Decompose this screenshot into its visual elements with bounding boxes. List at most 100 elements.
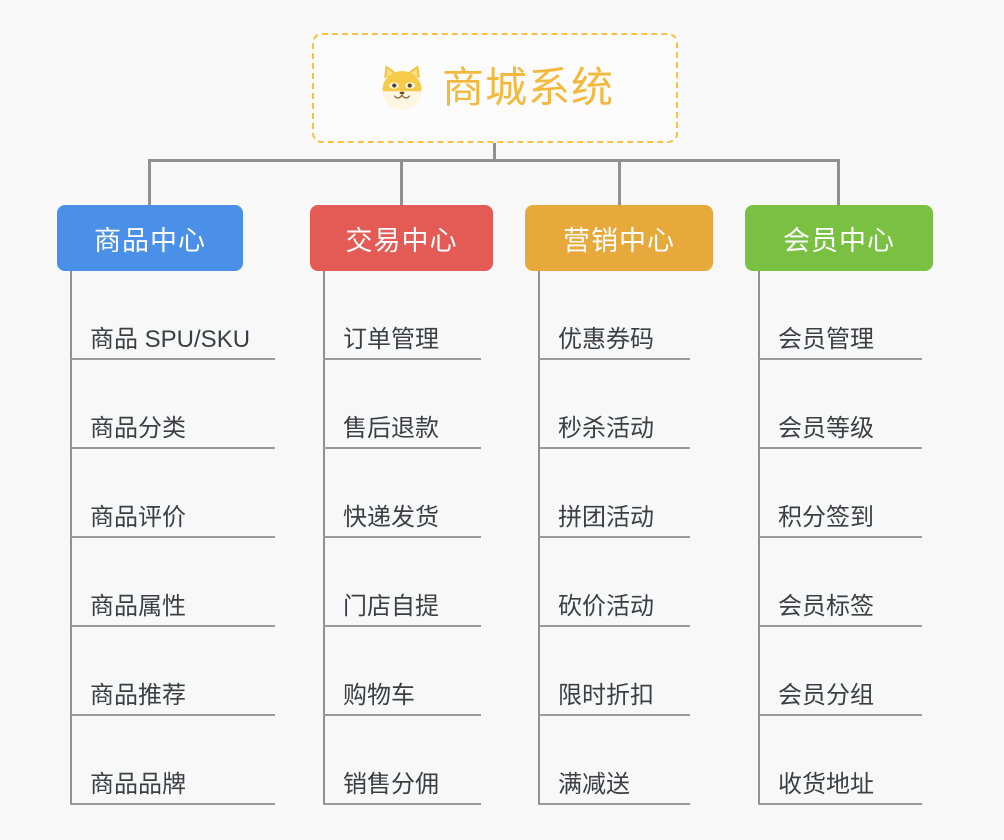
list-item-label: 商品推荐 xyxy=(90,681,186,709)
list-item-label: 收货地址 xyxy=(778,770,874,798)
list-item[interactable]: 积分签到 xyxy=(745,449,933,538)
list-item-underline xyxy=(323,536,481,538)
list-item-label: 会员标签 xyxy=(778,592,874,620)
list-item[interactable]: 商品 SPU/SKU xyxy=(57,271,275,360)
list-item-label: 快递发货 xyxy=(343,503,439,531)
list-item-underline xyxy=(758,358,922,360)
category-header-label: 交易中心 xyxy=(345,225,458,256)
list-item[interactable]: 优惠券码 xyxy=(525,271,713,360)
list-item-label: 会员管理 xyxy=(778,325,874,353)
list-item-underline xyxy=(538,803,690,805)
list-item-underline xyxy=(538,447,690,449)
list-item[interactable]: 收货地址 xyxy=(745,716,933,805)
list-item-label: 会员等级 xyxy=(778,414,874,442)
connector-trunk-2 xyxy=(323,271,325,805)
list-item-label: 售后退款 xyxy=(343,414,439,442)
list-item-label: 砍价活动 xyxy=(558,592,654,620)
list-item-label: 商品分类 xyxy=(90,414,186,442)
list-item-label: 商品评价 xyxy=(90,503,186,531)
connector-drop-2 xyxy=(400,159,403,207)
list-item[interactable]: 会员分组 xyxy=(745,627,933,716)
list-item-underline xyxy=(758,447,922,449)
category-column-1: 商品中心商品 SPU/SKU 商品分类商品评价商品属性商品推荐商品品牌 xyxy=(57,205,275,805)
category-column-2: 交易中心订单管理售后退款快递发货门店自提购物车销售分佣 xyxy=(310,205,493,805)
list-item[interactable]: 秒杀活动 xyxy=(525,360,713,449)
list-item-underline xyxy=(323,447,481,449)
list-item-underline xyxy=(70,536,275,538)
list-item-label: 商品 SPU/SKU xyxy=(90,325,251,353)
category-header-2[interactable]: 交易中心 xyxy=(310,205,493,271)
category-item-list-3: 优惠券码秒杀活动拼团活动砍价活动限时折扣满减送 xyxy=(525,271,713,805)
list-item-label: 秒杀活动 xyxy=(558,414,654,442)
list-item[interactable]: 商品属性 xyxy=(57,538,275,627)
category-item-list-2: 订单管理售后退款快递发货门店自提购物车销售分佣 xyxy=(310,271,493,805)
list-item[interactable]: 快递发货 xyxy=(310,449,493,538)
list-item-underline xyxy=(538,358,690,360)
list-item-label: 会员分组 xyxy=(778,681,874,709)
list-item-underline xyxy=(323,803,481,805)
list-item-label: 门店自提 xyxy=(343,592,439,620)
category-header-label: 会员中心 xyxy=(783,225,895,256)
list-item-label: 购物车 xyxy=(343,681,415,709)
connector-trunk-4 xyxy=(758,271,760,805)
connector-root-vertical xyxy=(493,143,496,162)
list-item-label: 商品品牌 xyxy=(90,770,186,798)
list-item-label: 积分签到 xyxy=(778,503,874,531)
list-item[interactable]: 会员等级 xyxy=(745,360,933,449)
list-item[interactable]: 销售分佣 xyxy=(310,716,493,805)
list-item[interactable]: 订单管理 xyxy=(310,271,493,360)
list-item-underline xyxy=(323,625,481,627)
list-item-underline xyxy=(70,447,275,449)
list-item-label: 满减送 xyxy=(558,770,630,798)
list-item[interactable]: 拼团活动 xyxy=(525,449,713,538)
list-item-label: 订单管理 xyxy=(343,325,439,353)
list-item[interactable]: 砍价活动 xyxy=(525,538,713,627)
connector-trunk-3 xyxy=(538,271,540,805)
list-item[interactable]: 商品分类 xyxy=(57,360,275,449)
category-header-label: 商品中心 xyxy=(94,225,206,256)
list-item-underline xyxy=(70,625,275,627)
category-item-list-1: 商品 SPU/SKU 商品分类商品评价商品属性商品推荐商品品牌 xyxy=(57,271,275,805)
category-header-1[interactable]: 商品中心 xyxy=(57,205,243,271)
shiba-dog-face-icon xyxy=(376,62,428,114)
list-item-underline xyxy=(538,536,690,538)
list-item-underline xyxy=(758,714,922,716)
category-column-3: 营销中心优惠券码秒杀活动拼团活动砍价活动限时折扣满减送 xyxy=(525,205,713,805)
list-item[interactable]: 购物车 xyxy=(310,627,493,716)
connector-horizontal-bus xyxy=(149,159,840,162)
list-item-label: 优惠券码 xyxy=(558,325,654,353)
list-item[interactable]: 满减送 xyxy=(525,716,713,805)
list-item[interactable]: 售后退款 xyxy=(310,360,493,449)
category-header-4[interactable]: 会员中心 xyxy=(745,205,933,271)
list-item-underline xyxy=(538,714,690,716)
category-header-3[interactable]: 营销中心 xyxy=(525,205,713,271)
connector-drop-4 xyxy=(837,159,840,207)
list-item-underline xyxy=(538,625,690,627)
list-item-label: 拼团活动 xyxy=(558,503,654,531)
list-item-underline xyxy=(758,803,922,805)
list-item-label: 销售分佣 xyxy=(343,770,439,798)
connector-drop-1 xyxy=(148,159,151,207)
root-title: 商城系统 xyxy=(441,64,614,111)
list-item[interactable]: 会员管理 xyxy=(745,271,933,360)
list-item[interactable]: 商品品牌 xyxy=(57,716,275,805)
list-item-underline xyxy=(758,625,922,627)
connector-drop-3 xyxy=(618,159,621,207)
connector-trunk-1 xyxy=(70,271,72,805)
list-item-label: 商品属性 xyxy=(90,592,186,620)
list-item[interactable]: 商品评价 xyxy=(57,449,275,538)
list-item[interactable]: 商品推荐 xyxy=(57,627,275,716)
list-item-underline xyxy=(70,358,275,360)
category-header-label: 营销中心 xyxy=(563,225,675,256)
list-item[interactable]: 门店自提 xyxy=(310,538,493,627)
list-item-underline xyxy=(758,536,922,538)
list-item-label: 限时折扣 xyxy=(558,681,654,709)
list-item[interactable]: 限时折扣 xyxy=(525,627,713,716)
list-item-underline xyxy=(70,803,275,805)
list-item[interactable]: 会员标签 xyxy=(745,538,933,627)
root-node-mall-system[interactable]: 商城系统 xyxy=(312,33,678,143)
category-item-list-4: 会员管理会员等级积分签到会员标签会员分组收货地址 xyxy=(745,271,933,805)
list-item-underline xyxy=(323,714,481,716)
category-column-4: 会员中心会员管理会员等级积分签到会员标签会员分组收货地址 xyxy=(745,205,933,805)
